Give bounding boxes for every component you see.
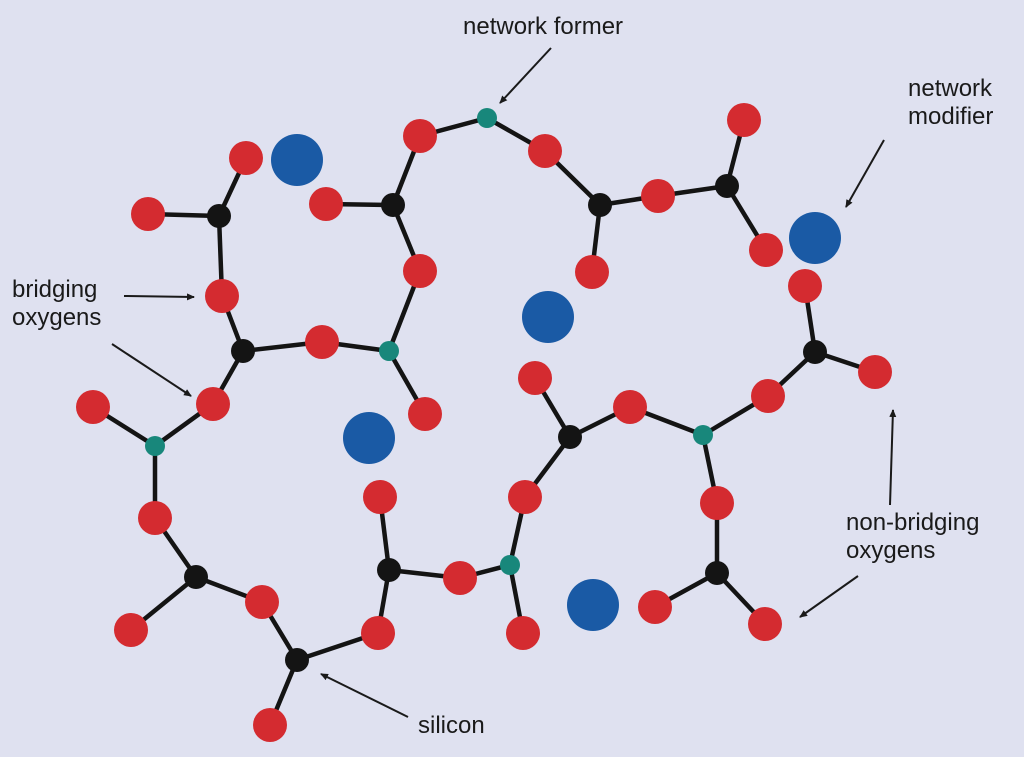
oxygen-node [518, 361, 552, 395]
oxygen-node [508, 480, 542, 514]
oxygen-node [363, 480, 397, 514]
arrow-bridging-1 [123, 293, 195, 301]
nodes-layer [76, 103, 892, 742]
oxygen-node [138, 501, 172, 535]
oxygen-node [700, 486, 734, 520]
oxygen-node [245, 585, 279, 619]
oxygen-node [443, 561, 477, 595]
label-line: oxygens [12, 304, 101, 331]
oxygen-node [748, 607, 782, 641]
oxygen-node [727, 103, 761, 137]
oxygen-node [309, 187, 343, 221]
oxygen-node [788, 269, 822, 303]
arrow-network-modifier [845, 139, 885, 208]
former-node [145, 436, 165, 456]
oxygen-node [361, 616, 395, 650]
silicon-node [231, 339, 255, 363]
modifier-node [789, 212, 841, 264]
oxygen-node [196, 387, 230, 421]
oxygen-node [751, 379, 785, 413]
arrow-network-former [499, 47, 552, 104]
oxygen-node [638, 590, 672, 624]
oxygen-node [114, 613, 148, 647]
oxygen-node [641, 179, 675, 213]
oxygen-node [613, 390, 647, 424]
arrows-layer [111, 47, 897, 718]
former-node [379, 341, 399, 361]
oxygen-node [408, 397, 442, 431]
oxygen-node [253, 708, 287, 742]
arrow-non-bridging-2 [799, 575, 859, 618]
modifier-node [271, 134, 323, 186]
oxygen-node [131, 197, 165, 231]
arrow-non-bridging-1 [889, 409, 897, 506]
silicon-node [207, 204, 231, 228]
oxygen-node [76, 390, 110, 424]
silicon-node [377, 558, 401, 582]
label-line: oxygens [846, 537, 935, 564]
oxygen-node [403, 254, 437, 288]
label-line: silicon [418, 712, 485, 739]
oxygen-node [403, 119, 437, 153]
oxygen-node [749, 233, 783, 267]
silicon-node [588, 193, 612, 217]
modifier-node [567, 579, 619, 631]
label-network-former: network former [463, 13, 623, 40]
modifier-node [522, 291, 574, 343]
modifier-node [343, 412, 395, 464]
oxygen-node [528, 134, 562, 168]
label-silicon: silicon [418, 712, 485, 739]
former-node [500, 555, 520, 575]
former-node [693, 425, 713, 445]
oxygen-node [205, 279, 239, 313]
label-line: network former [463, 13, 623, 40]
arrow-bridging-2 [111, 343, 192, 397]
arrow-silicon [320, 673, 409, 718]
label-line: bridging [12, 276, 97, 303]
silicon-node [803, 340, 827, 364]
silicon-node [184, 565, 208, 589]
oxygen-node [229, 141, 263, 175]
silicon-node [715, 174, 739, 198]
silicon-node [705, 561, 729, 585]
oxygen-node [858, 355, 892, 389]
silicon-node [558, 425, 582, 449]
label-line: network [908, 75, 993, 102]
former-node [477, 108, 497, 128]
label-line: non-bridging [846, 509, 979, 536]
oxygen-node [305, 325, 339, 359]
silicon-node [285, 648, 309, 672]
oxygen-node [575, 255, 609, 289]
silicon-node [381, 193, 405, 217]
label-line: modifier [908, 103, 993, 130]
oxygen-node [506, 616, 540, 650]
